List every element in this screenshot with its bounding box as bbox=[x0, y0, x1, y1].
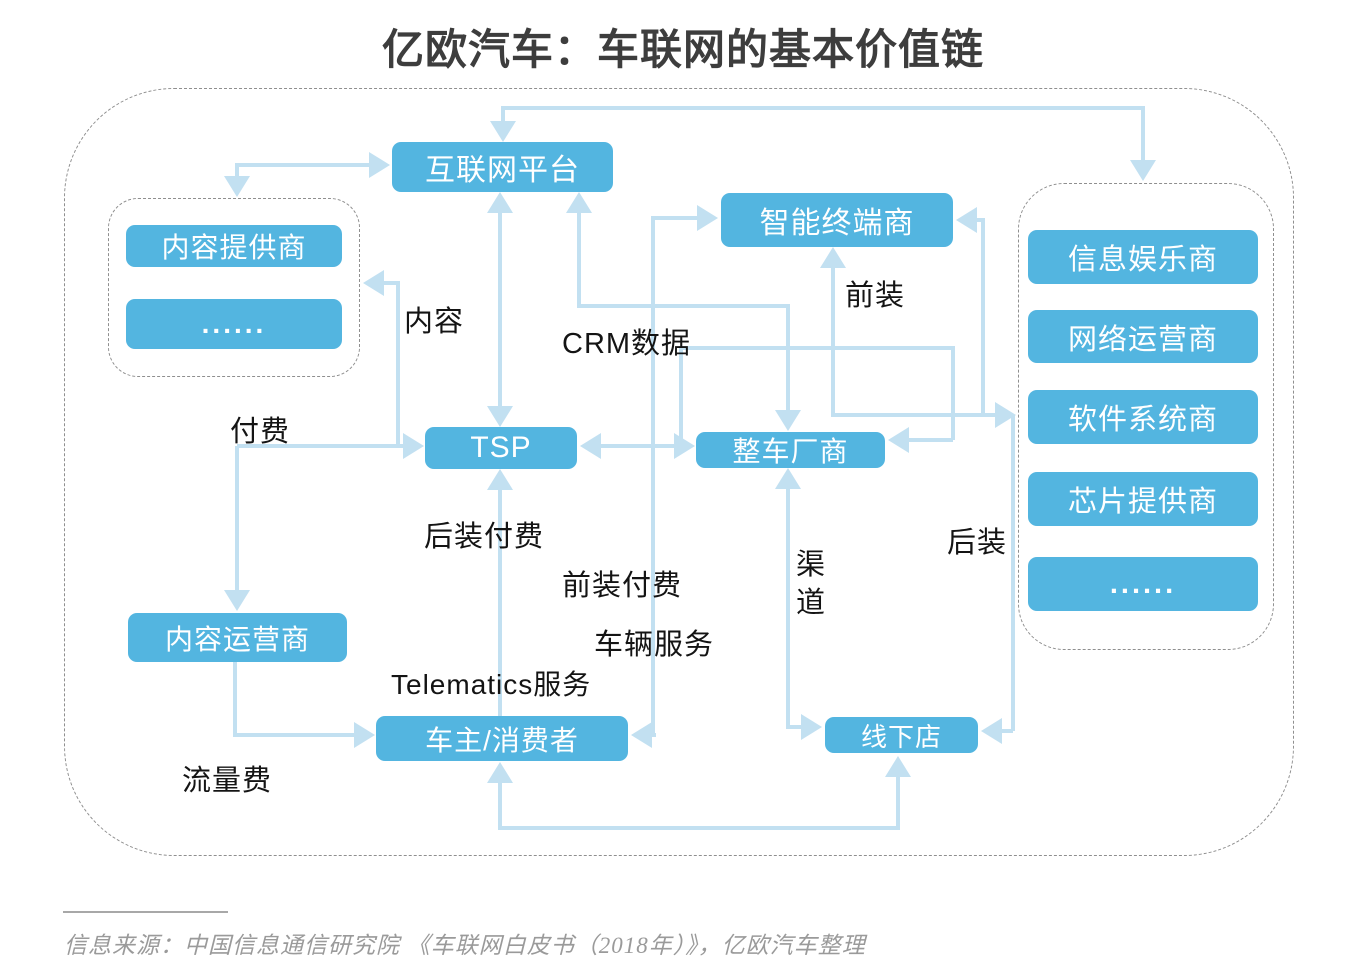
arrowhead-into-vehicle-manufacturer-left bbox=[674, 433, 695, 459]
edge-platform-tsp bbox=[498, 210, 502, 408]
arrowhead-into-vehicle-manufacturer-right bbox=[888, 427, 909, 453]
edge-front-install bbox=[831, 266, 835, 417]
source-divider bbox=[63, 911, 228, 913]
edge-tsp-manufacturer bbox=[598, 444, 676, 448]
page-title: 亿欧汽车：车联网的基本价值链 bbox=[381, 26, 984, 73]
edge-to-supplier-group bbox=[831, 413, 997, 417]
arrowhead-into-content-operator-top bbox=[224, 590, 250, 611]
arrowhead-into-vehicle-manufacturer-top bbox=[775, 410, 801, 431]
arrowhead-into-smart-terminal-left bbox=[697, 205, 718, 231]
diagram-boundary bbox=[64, 88, 1294, 856]
edge-terminal-suppliergroup bbox=[975, 218, 985, 222]
edge-crm-data bbox=[577, 304, 788, 308]
edge-bottom-route bbox=[498, 826, 900, 830]
edge-channel bbox=[786, 487, 790, 727]
arrowhead-into-car-owner-left bbox=[354, 722, 375, 748]
edge-crm-data bbox=[577, 210, 581, 306]
edge-pay bbox=[237, 444, 405, 448]
edge-platform-contentgroup bbox=[235, 163, 239, 179]
arrowhead-into-tsp-right bbox=[580, 433, 601, 459]
arrowhead-into-tsp-bottom bbox=[487, 469, 513, 490]
edge-platform-contentgroup bbox=[237, 163, 371, 167]
arrowhead-into-tsp-top bbox=[487, 406, 513, 427]
edge-pay bbox=[235, 446, 239, 592]
arrowhead-into-internet-platform-left bbox=[369, 152, 390, 178]
arrowhead-into-smart-terminal-right bbox=[956, 207, 977, 233]
edge-aftermarket bbox=[1011, 415, 1015, 731]
edge-content bbox=[381, 281, 398, 285]
edge-top-route bbox=[503, 106, 1145, 110]
edge-manufacturer-cap bbox=[904, 438, 953, 442]
edge-manufacturer-cap bbox=[679, 348, 683, 446]
edge-manufacturer-cap bbox=[679, 346, 955, 350]
edge-top-route bbox=[1141, 106, 1145, 162]
arrowhead-into-offline-store-left bbox=[801, 714, 822, 740]
arrowhead-into-car-owner-right bbox=[631, 722, 652, 748]
arrowhead-into-vehicle-manufacturer-bottom bbox=[775, 468, 801, 489]
arrowhead-into-internet-platform-bottom-2 bbox=[566, 192, 592, 213]
edge-crm-data bbox=[786, 304, 790, 412]
edge-bottom-route bbox=[896, 776, 900, 828]
arrowhead-into-content-group-top bbox=[224, 176, 250, 197]
edge-terminal-carowner bbox=[649, 733, 656, 737]
edge-terminal-carowner bbox=[653, 216, 699, 220]
arrowhead-into-offline-store-right bbox=[981, 718, 1002, 744]
edge-traffic-fee bbox=[233, 662, 237, 735]
arrowhead-into-car-owner-bottom bbox=[487, 762, 513, 783]
arrowhead-into-internet-platform-top bbox=[490, 121, 516, 142]
arrowhead-into-content-group-right bbox=[363, 270, 384, 296]
edge-content bbox=[396, 281, 400, 448]
supplier-group bbox=[1018, 183, 1274, 650]
edge-channel bbox=[786, 725, 803, 729]
edge-traffic-fee bbox=[233, 733, 356, 737]
source-note: 信息来源：中国信息通信研究院 《车联网白皮书（2018年）》，亿欧汽车整理 bbox=[64, 933, 866, 958]
arrowhead-into-internet-platform-bottom bbox=[487, 192, 513, 213]
content-provider-group bbox=[108, 198, 360, 377]
edge-top-route bbox=[501, 106, 505, 123]
edge-manufacturer-cap bbox=[951, 348, 955, 440]
edge-bottom-route bbox=[498, 781, 502, 828]
arrowhead-into-tsp-left bbox=[403, 433, 424, 459]
edge-terminal-suppliergroup bbox=[981, 218, 985, 417]
arrowhead-into-smart-terminal-bottom bbox=[820, 247, 846, 268]
edge-aftermarket-pay bbox=[498, 487, 502, 716]
edge-terminal-carowner bbox=[651, 216, 655, 735]
edge-aftermarket bbox=[997, 729, 1013, 733]
arrowhead-into-supplier-group-top bbox=[1130, 160, 1156, 181]
arrowhead-into-offline-store-bottom bbox=[885, 756, 911, 777]
arrowhead-into-supplier-group-left bbox=[995, 402, 1016, 428]
